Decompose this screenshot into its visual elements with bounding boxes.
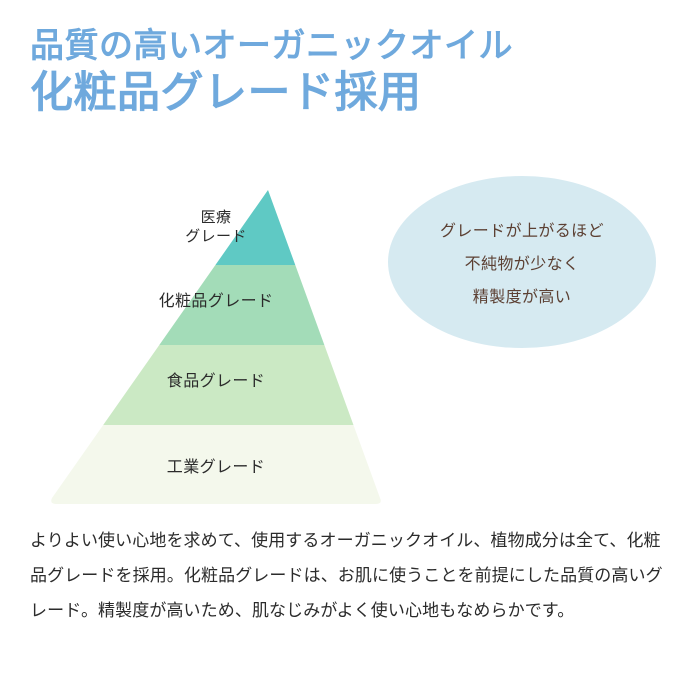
body-copy: よりよい使い心地を求めて、使用するオーガニックオイル、植物成分は全て、化粧品グレ… bbox=[30, 524, 675, 629]
pyramid-label-medical-line2: グレード bbox=[185, 228, 247, 246]
grade-pyramid: 医療 グレード 化粧品グレード 食品グレード 工業グレード bbox=[42, 180, 390, 510]
pyramid-tier-industry bbox=[51, 425, 381, 504]
heading-line-1: 品質の高いオーガニックオイル bbox=[30, 27, 513, 65]
pyramid-label-food: 食品グレード bbox=[166, 373, 266, 390]
pyramid-label-cosmetic: 化粧品グレード bbox=[158, 293, 274, 310]
heading-line-2: 化粧品グレード採用 bbox=[30, 69, 422, 118]
pyramid-label-medical-line1: 医療 bbox=[200, 209, 232, 226]
callout-oval-shape bbox=[388, 176, 656, 348]
callout-bubble: グレードが上がるほど 不純物が少なく 精製度が高い bbox=[388, 176, 656, 348]
callout-line-1: グレードが上がるほど bbox=[439, 223, 604, 240]
pyramid-label-medical: 医療 グレード bbox=[42, 208, 390, 246]
pyramid-label-industry: 工業グレード bbox=[166, 459, 266, 476]
body-paragraph: よりよい使い心地を求めて、使用するオーガニックオイル、植物成分は全て、化粧品グレ… bbox=[30, 531, 663, 620]
callout-text: グレードが上がるほど 不純物が少なく 精製度が高い bbox=[388, 176, 656, 348]
callout-line-3: 精製度が高い bbox=[472, 289, 572, 306]
page-heading: 品質の高いオーガニックオイル 化粧品グレード採用 bbox=[30, 26, 650, 119]
callout-line-2: 不純物が少なく bbox=[464, 256, 580, 273]
